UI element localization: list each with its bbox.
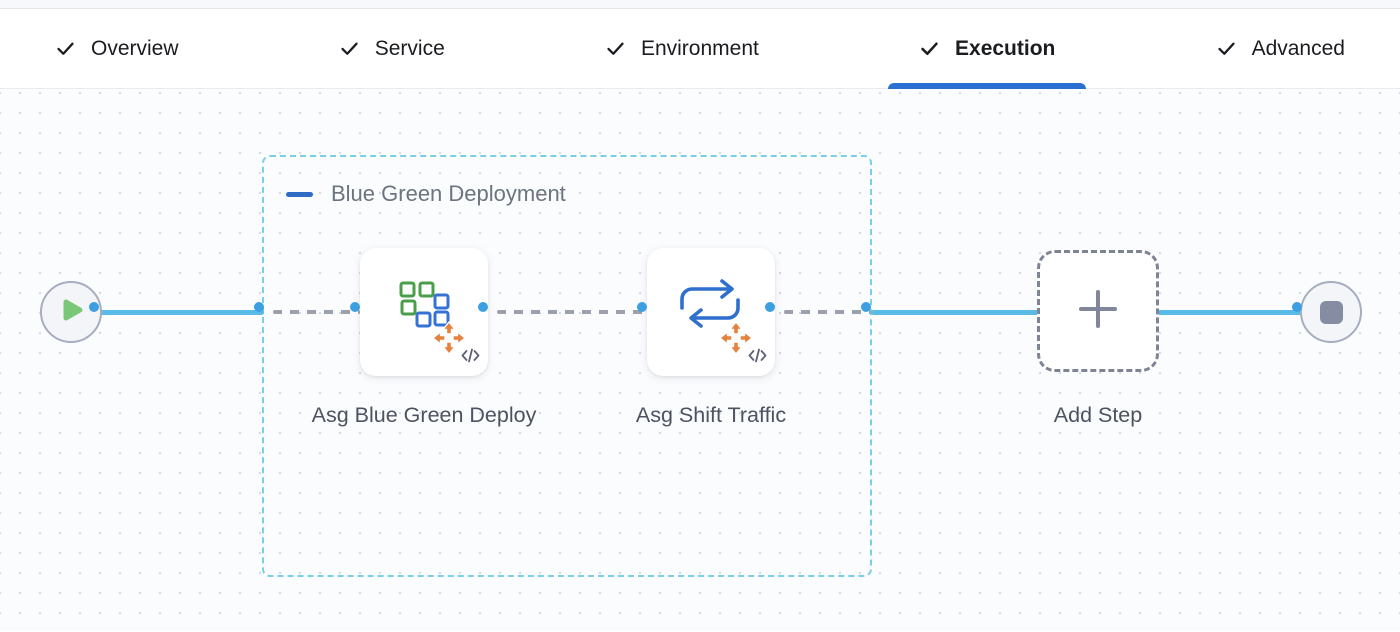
pipeline-start-node[interactable]	[40, 281, 102, 343]
tab-execution[interactable]: Execution	[887, 9, 1087, 89]
check-icon	[605, 38, 626, 59]
port-group-out	[861, 302, 871, 312]
step-card-asg-blue-green-deploy[interactable]	[360, 248, 488, 376]
port-step2-in	[637, 302, 647, 312]
step-label-asg-shift-traffic: Asg Shift Traffic	[635, 403, 787, 427]
stage-group-header: Blue Green Deployment	[286, 181, 566, 207]
stop-icon	[1319, 300, 1343, 324]
move-arrows-icon	[432, 321, 466, 360]
stage-group-blue-green-deployment: Blue Green Deployment	[262, 155, 872, 577]
flow-line-group-to-step1	[273, 310, 360, 314]
tab-advanced[interactable]: Advanced	[1216, 9, 1345, 88]
port-step1-in	[350, 302, 360, 312]
stage-group-label: Blue Green Deployment	[331, 181, 566, 206]
port-step1-out	[478, 302, 488, 312]
code-icon[interactable]	[748, 348, 767, 368]
tab-environment[interactable]: Environment	[605, 9, 759, 88]
flow-line-start-to-group	[99, 310, 264, 315]
port-end-in	[1292, 302, 1302, 312]
plus-icon	[1075, 286, 1121, 337]
tab-label: Advanced	[1251, 36, 1345, 60]
collapse-minus-icon[interactable]	[286, 191, 313, 197]
pipeline-canvas[interactable]: Blue Green Deployment	[0, 89, 1400, 631]
window-top-strip	[0, 0, 1400, 9]
tab-service[interactable]: Service	[339, 9, 445, 88]
add-step-button[interactable]	[1037, 250, 1159, 372]
play-icon	[56, 295, 86, 330]
port-group-in	[254, 302, 264, 312]
step-label-asg-blue-green-deploy: Asg Blue Green Deploy	[311, 403, 537, 427]
port-step2-out	[765, 302, 775, 312]
pipeline-end-node[interactable]	[1300, 281, 1362, 343]
flow-line-step2-to-group-end	[784, 310, 871, 314]
move-arrows-icon	[719, 321, 753, 360]
tab-label: Service	[374, 36, 445, 60]
tab-label: Execution	[955, 36, 1056, 60]
tab-label: Environment	[640, 36, 759, 60]
wizard-tab-bar: Overview Service Environment Execution A…	[0, 9, 1400, 89]
flow-line-step1-to-step2	[497, 310, 647, 314]
check-icon	[1216, 38, 1237, 59]
tab-overview[interactable]: Overview	[55, 9, 179, 88]
asg-squares-icon	[394, 280, 450, 337]
add-step-label[interactable]: Add Step	[1053, 403, 1143, 427]
tab-label: Overview	[91, 36, 179, 60]
swap-arrows-icon	[677, 278, 743, 337]
port-start-out	[89, 302, 99, 312]
check-icon	[339, 38, 360, 59]
code-icon[interactable]	[461, 348, 480, 368]
check-icon	[55, 38, 76, 59]
step-card-asg-shift-traffic[interactable]	[647, 248, 775, 376]
check-icon	[919, 38, 940, 59]
